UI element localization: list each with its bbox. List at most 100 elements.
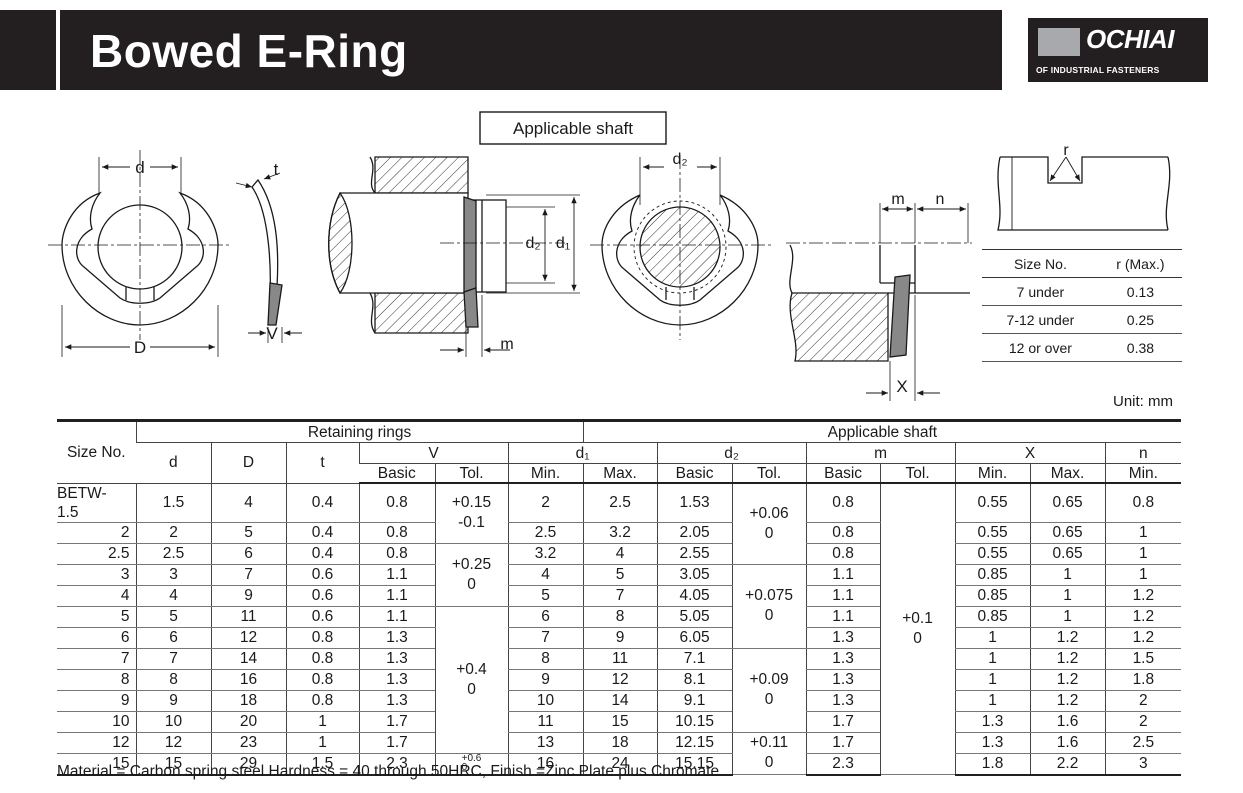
- cell-size-no: 2: [57, 522, 136, 544]
- cell-d: 1.5: [135, 483, 211, 523]
- applicable-shaft-box: [479, 111, 667, 145]
- cell-t: 0.6: [285, 585, 359, 607]
- label-m-section: m: [500, 336, 513, 353]
- cell-x-min: 0.85: [954, 564, 1031, 586]
- cell-t: 0.4: [285, 483, 359, 523]
- cell-n-min: 2: [1104, 690, 1182, 712]
- cell-v-tol: +0.15-0.1: [434, 483, 508, 544]
- cell-x-min: 1.8: [954, 753, 1031, 776]
- cell-size-no: 7: [57, 648, 136, 670]
- cell-m-basic: 1.1: [805, 606, 881, 628]
- cell-v-basic: 1.3: [358, 627, 435, 649]
- cell-m-basic: 1.1: [805, 585, 881, 607]
- cell-d1-min: 8: [507, 648, 584, 670]
- cell-d: 9: [135, 690, 211, 712]
- cell-d: 4: [135, 585, 211, 607]
- header-x-max: Max.: [1029, 463, 1106, 484]
- label-X-detail: X: [896, 377, 907, 396]
- cell-t: 0.8: [285, 627, 359, 649]
- cell-size-no: BETW- 1.5: [57, 483, 136, 523]
- cell-n-min: 1.5: [1104, 648, 1182, 670]
- radius-size: 7-12 under: [1006, 311, 1075, 328]
- cell-d1-max: 12: [582, 669, 658, 691]
- cell-d1-max: 9: [582, 627, 658, 649]
- cell-D: 9: [210, 585, 286, 607]
- cell-v-basic: 1.3: [358, 648, 435, 670]
- shaft-section-view: [328, 156, 580, 357]
- applicable-shaft-label: Applicable shaft: [513, 119, 633, 138]
- cell-v-tol-minus: -0.1: [458, 514, 485, 532]
- cell-d1-min: 9: [507, 669, 584, 691]
- cell-d: 7: [135, 648, 211, 670]
- cell-t: 0.8: [285, 690, 359, 712]
- cell-d: 15: [135, 753, 211, 776]
- header-v-basic: Basic: [359, 463, 435, 484]
- cell-x-max: 1: [1029, 606, 1106, 628]
- cell-m-tol-minus: 0: [913, 630, 922, 647]
- header-x-min: Min.: [954, 463, 1031, 484]
- cell-size-no: 3: [57, 564, 136, 586]
- cell-d: 3: [135, 564, 211, 586]
- cell-d2-basic: 10.15: [656, 711, 733, 733]
- cell-d2-tol-minus: 0: [764, 691, 774, 708]
- cell-d: 12: [135, 732, 211, 754]
- cell-D: 7: [210, 564, 286, 586]
- cell-v-basic: 0.8: [358, 483, 435, 523]
- cell-d1-min: 5: [507, 585, 584, 607]
- cell-d2-basic: 12.15: [656, 732, 733, 754]
- radius-row: 7-12 under 0.25: [982, 306, 1182, 334]
- cell-size-no: 10: [57, 711, 136, 733]
- cell-d1-min: 4: [507, 564, 584, 586]
- cell-d1-max: 8: [582, 606, 658, 628]
- cell-x-max: 0.65: [1029, 543, 1106, 565]
- radius-row: 12 or over 0.38: [982, 334, 1182, 362]
- header-d1-min: Min.: [507, 463, 584, 484]
- radius-size: 7 under: [1016, 283, 1065, 300]
- cell-d1-max: 11: [582, 648, 658, 670]
- cell-x-max: 1.6: [1029, 732, 1106, 754]
- cell-d2-basic: 7.1: [656, 648, 733, 670]
- cell-v-basic: 1.7: [358, 711, 435, 733]
- cell-x-max: 1.2: [1029, 690, 1106, 712]
- radius-row: 7 under 0.13: [982, 278, 1182, 306]
- cell-m-basic: 1.3: [805, 627, 881, 649]
- groove-radius-view: [997, 156, 1171, 231]
- cell-m-basic: 0.8: [805, 543, 881, 565]
- cell-n-min: 1.2: [1104, 585, 1182, 607]
- cell-d: 10: [135, 711, 211, 733]
- cell-x-max: 1.2: [1029, 648, 1106, 670]
- cell-d1-max: 15: [582, 711, 658, 733]
- cell-x-min: 0.55: [954, 543, 1031, 565]
- cell-d: 5: [135, 606, 211, 628]
- cell-v-tol-minus: 0: [461, 762, 468, 774]
- cell-d1-max: 4: [582, 543, 658, 565]
- cell-size-no: 8: [57, 669, 136, 691]
- cell-size-no: 6: [57, 627, 136, 649]
- cell-v-basic: 1.3: [358, 690, 435, 712]
- cell-d1-max: 18: [582, 732, 658, 754]
- cell-d1-max: 24: [582, 753, 658, 776]
- installed-front-view: [590, 155, 772, 340]
- cell-d2-basic: 1.53: [656, 483, 733, 523]
- label-t: t: [274, 160, 279, 179]
- header-retaining-rings: Retaining rings: [135, 420, 584, 443]
- cell-t: 1: [285, 711, 359, 733]
- cell-v-basic: 0.8: [358, 543, 435, 565]
- cell-m-basic: 1.1: [805, 564, 881, 586]
- cell-x-min: 1: [954, 627, 1031, 649]
- cell-t: 0.4: [285, 522, 359, 544]
- cell-v-tol-plus: +0.4: [456, 660, 487, 678]
- cell-m-basic: 1.3: [805, 648, 881, 670]
- cell-m-tol-plus: +0.1: [902, 610, 933, 627]
- cell-D: 16: [210, 669, 286, 691]
- cell-d1-max: 5: [582, 564, 658, 586]
- cell-m-basic: 1.3: [805, 690, 881, 712]
